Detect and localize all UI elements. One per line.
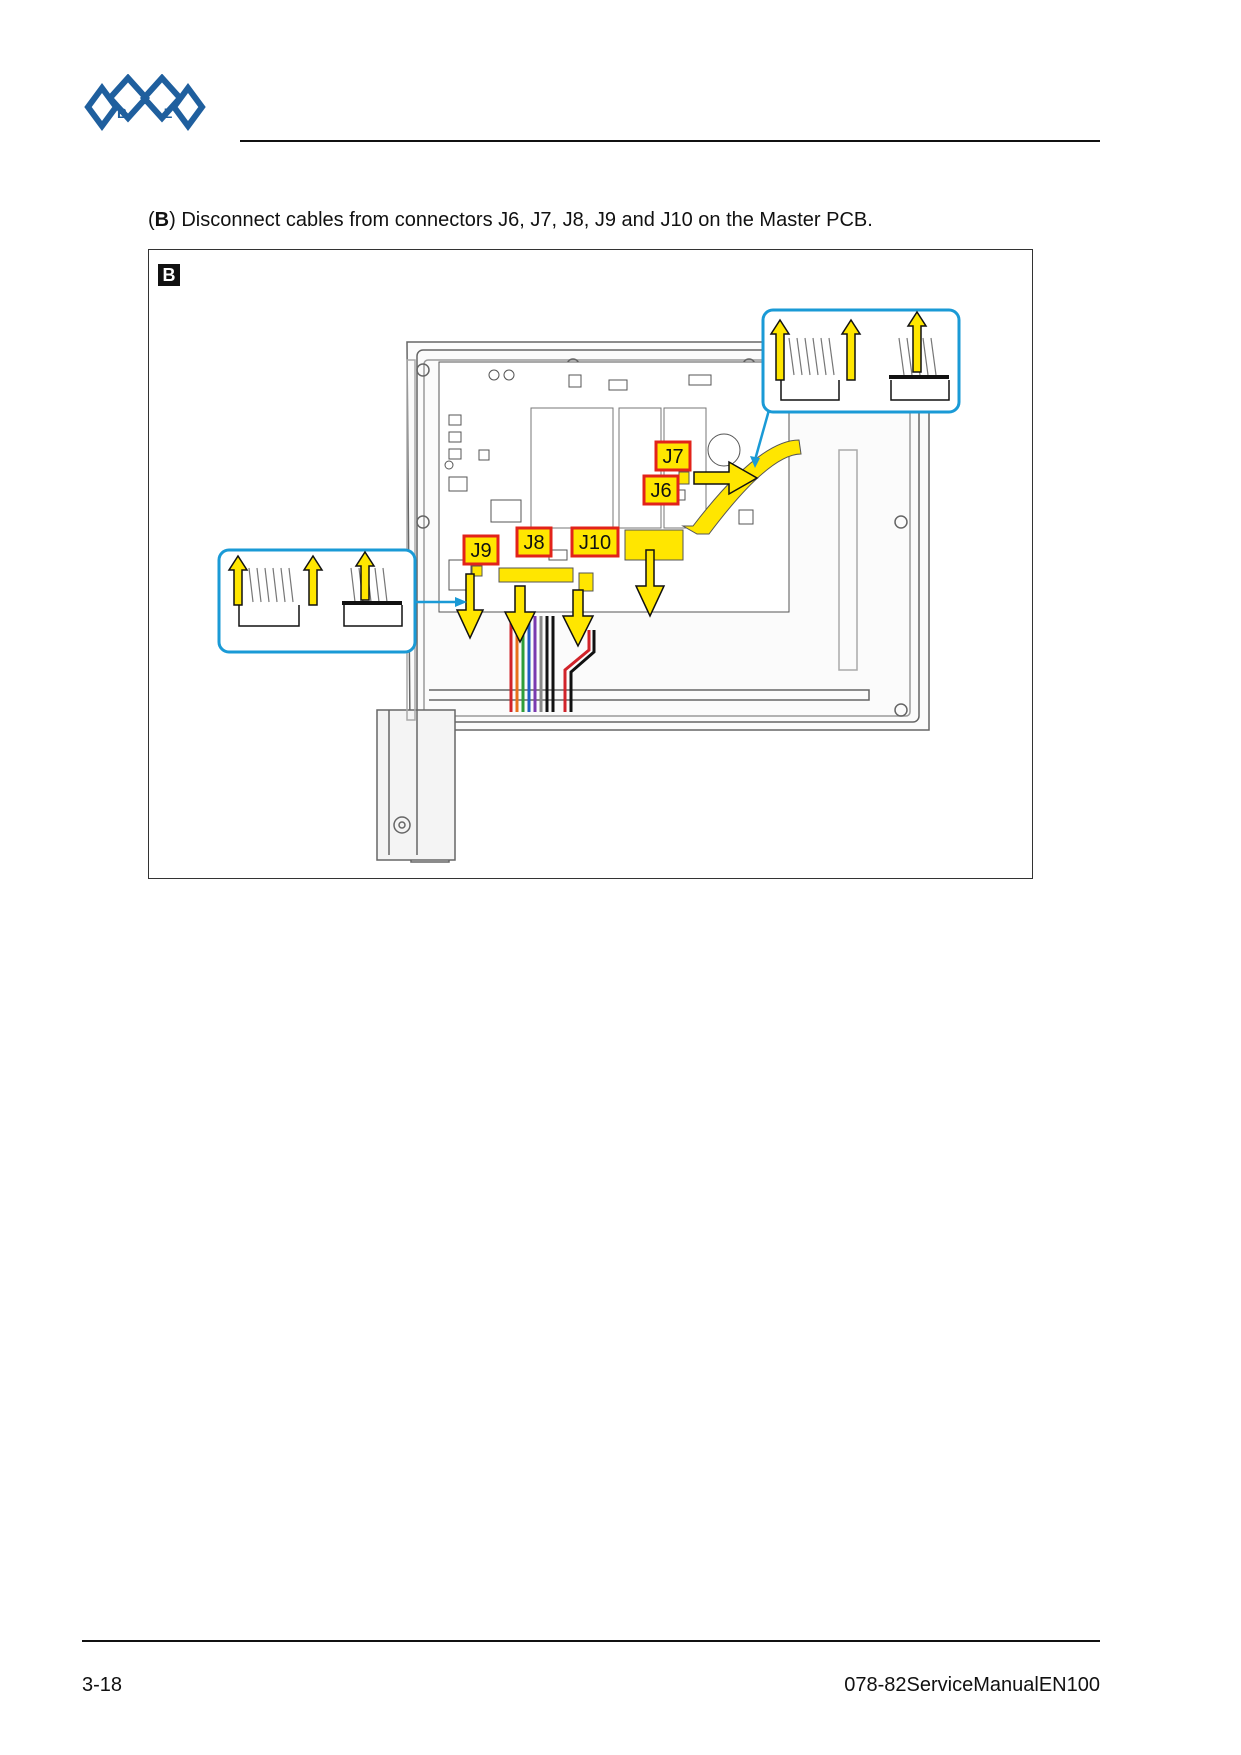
connector-label-j8: J8	[523, 532, 544, 554]
connector-label-j9: J9	[470, 540, 491, 562]
callout-ribbon-left	[217, 548, 417, 654]
logo-letter-b: B	[117, 105, 127, 121]
logo-letter-l: L	[164, 105, 173, 121]
figure-frame: B	[148, 249, 1033, 879]
cable-bundle	[509, 616, 596, 712]
logo-letter-t: T	[141, 91, 150, 107]
figure-label: B	[158, 264, 180, 286]
disconnect-arrows	[455, 460, 759, 648]
instruction-step: B	[154, 209, 170, 231]
connector-label-j10: J10	[579, 532, 611, 554]
connector-labels: J7 J6 J9 J8 J10	[462, 440, 692, 566]
header-rule	[240, 140, 1100, 142]
btl-logo: B T L	[84, 74, 206, 132]
connector-label-j6: J6	[650, 480, 671, 502]
instruction-text: (B) Disconnect cables from connectors J6…	[148, 209, 873, 231]
page-number: 3-18	[82, 1674, 123, 1696]
footer-rule	[82, 1640, 1100, 1642]
pcb-illustration: J7 J6 J9 J8 J10	[217, 308, 961, 863]
document-id: 078-82ServiceManualEN100	[844, 1674, 1100, 1696]
instruction-body: Disconnect cables from connectors J6, J7…	[181, 209, 873, 231]
callout-ribbon-top-right	[761, 308, 961, 414]
connector-label-j7: J7	[662, 446, 683, 468]
